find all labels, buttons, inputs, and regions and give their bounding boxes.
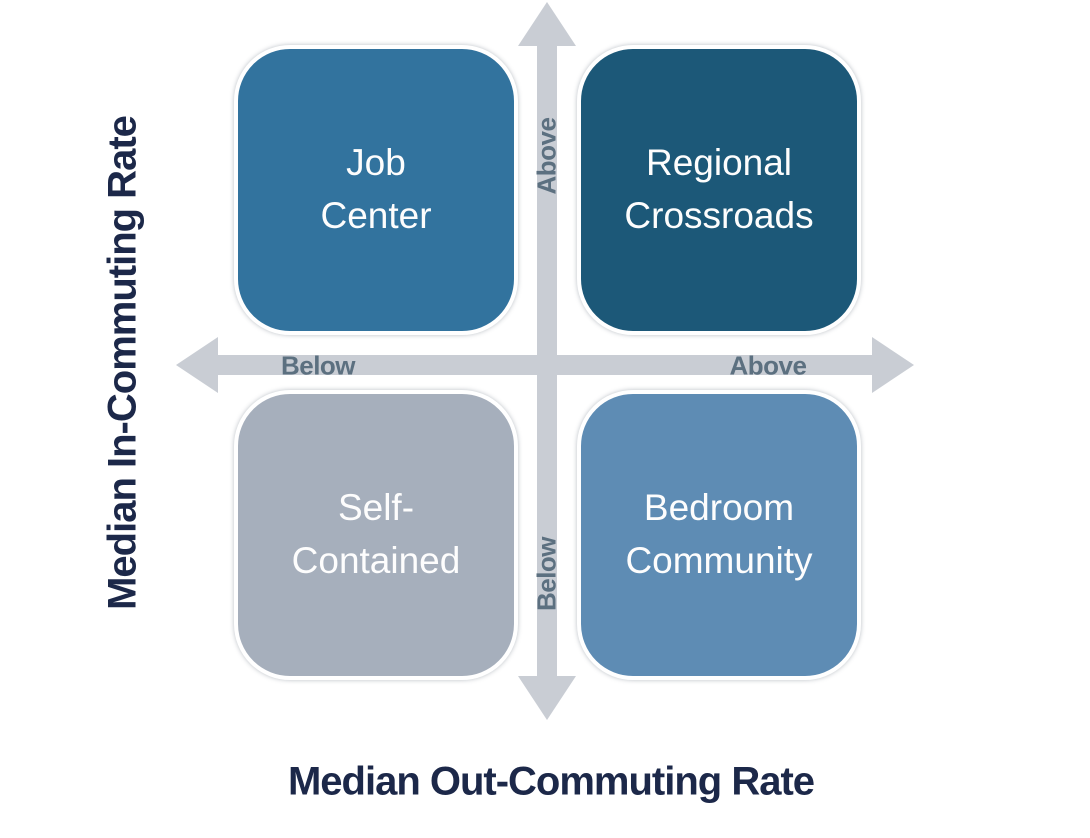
- x-axis-tick-above: Above: [729, 350, 807, 381]
- quadrant-regional-crossroads: Regional Crossroads: [577, 45, 861, 335]
- y-axis-tick-above: Above: [531, 117, 562, 195]
- quadrant-label: Bedroom Community: [625, 487, 813, 581]
- arrowhead-down-icon: [518, 676, 576, 720]
- quadrant-job-center: Job Center: [234, 45, 518, 335]
- quadrant-self-contained: Self- Contained: [234, 390, 518, 680]
- quadrant-label: Self- Contained: [291, 487, 461, 581]
- arrowhead-left-icon: [176, 337, 218, 393]
- quadrant-label: Regional Crossroads: [624, 142, 814, 236]
- arrowhead-right-icon: [872, 337, 914, 393]
- y-axis-title: Median In-Commuting Rate: [100, 116, 145, 610]
- y-axis-line: [537, 34, 557, 678]
- arrowhead-up-icon: [518, 2, 576, 46]
- x-axis-tick-below: Below: [280, 350, 356, 381]
- x-axis-title: Median Out-Commuting Rate: [287, 759, 815, 804]
- y-axis-tick-below: Below: [531, 536, 562, 612]
- quadrant-bedroom-community: Bedroom Community: [577, 390, 861, 680]
- quadrant-label: Job Center: [320, 142, 432, 236]
